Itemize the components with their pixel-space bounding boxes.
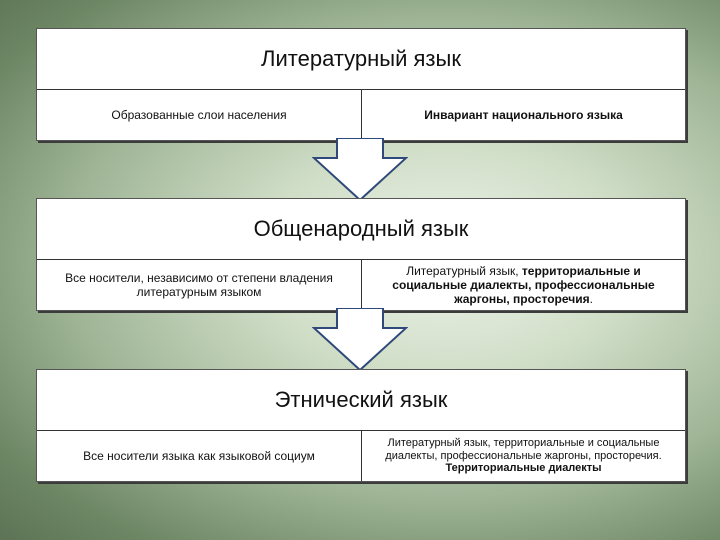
- cell-invariant: Инвариант национального языка: [362, 90, 685, 140]
- cell-common-composition: Литературный язык, территориальные и соц…: [362, 260, 685, 310]
- cell-invariant-text: Инвариант национального языка: [424, 107, 623, 122]
- cell-ethnic-composition: Литературный язык, территориальные и соц…: [362, 431, 685, 481]
- down-arrow-icon: [312, 138, 408, 202]
- text-period: .: [589, 292, 593, 307]
- block-common-language: Общенародный язык Все носители, независи…: [36, 198, 686, 311]
- text-dialects-bold: территориальные и социальные диалекты, п…: [392, 263, 655, 307]
- block-literary-language: Литературный язык Образованные слои насе…: [36, 28, 686, 141]
- text-literary-prefix: Литературный язык,: [406, 263, 522, 278]
- cell-all-speakers: Все носители, независимо от степени влад…: [37, 260, 362, 310]
- cell-common-composition-text: Литературный язык, территориальные и соц…: [370, 264, 677, 306]
- down-arrow-icon: [312, 308, 408, 372]
- block-title-literary: Литературный язык: [37, 29, 685, 90]
- block-title-ethnic: Этнический язык: [37, 370, 685, 431]
- cell-ethnic-composition-text: Литературный язык, территориальные и соц…: [385, 436, 662, 462]
- block-ethnic-language: Этнический язык Все носители языка как я…: [36, 369, 686, 482]
- block-title-common: Общенародный язык: [37, 199, 685, 260]
- cell-language-society: Все носители языка как языковой социум: [37, 431, 362, 481]
- cell-educated-strata: Образованные слои населения: [37, 90, 362, 140]
- cell-territorial-dialects: Территориальные диалекты: [445, 462, 602, 475]
